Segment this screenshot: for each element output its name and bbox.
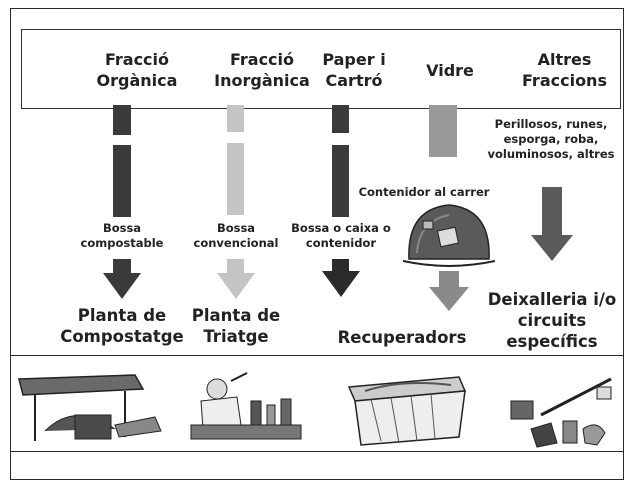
recycling-container-illustration: [347, 376, 467, 446]
destination-compostatge: Planta de Compostatge: [60, 306, 184, 346]
inorganica-arrow-head: [217, 273, 255, 299]
organica-container-label: Bossa compostable: [80, 221, 164, 250]
organica-bar-top: [113, 105, 131, 135]
destination-deixalleria: Deixalleria i/o circuits específics: [487, 290, 617, 351]
glass-igloo-container-icon: [403, 204, 495, 267]
inorganica-bar-top: [227, 105, 244, 132]
inorganica-container-label: Bossa convencional: [193, 221, 279, 250]
paper-bar-middle: [332, 145, 349, 217]
special-waste-illustration: [510, 377, 612, 448]
vidre-arrow-head: [429, 287, 469, 311]
organica-bar-middle: [113, 145, 131, 217]
composting-plant-illustration: [18, 374, 162, 441]
fractions-header: Fracció Orgànica Fracció Inorgànica Pape…: [21, 29, 621, 109]
organica-arrow-head: [103, 273, 141, 299]
header-vidre: Vidre: [426, 60, 474, 80]
organica-arrow-shaft: [113, 259, 131, 273]
paper-arrow-head: [322, 271, 360, 297]
altres-arrow-shaft: [542, 187, 562, 235]
vidre-arrow-shaft: [439, 271, 459, 287]
destination-triatge: Planta de Triatge: [191, 306, 281, 346]
destination-recuperadors: Recuperadors: [337, 328, 467, 347]
diagram-frame: Fracció Orgànica Fracció Inorgànica Pape…: [10, 8, 624, 480]
header-fraccio-inorganica: Fracció Inorgànica: [214, 50, 310, 90]
paper-arrow-shaft: [332, 259, 349, 271]
vidre-bar: [429, 105, 457, 157]
inorganica-arrow-shaft: [227, 259, 244, 273]
vidre-container-label: Contenidor al carrer: [358, 185, 490, 199]
altres-arrow-head: [531, 235, 573, 261]
header-fraccio-organica: Fracció Orgànica: [96, 50, 178, 90]
separator-top: [11, 355, 623, 356]
header-paper-cartro: Paper i Cartró: [322, 50, 386, 90]
sorting-plant-illustration: [190, 372, 302, 440]
inorganica-bar-middle: [227, 143, 244, 215]
paper-container-label: Bossa o caixa o contenidor: [291, 221, 391, 250]
header-altres-fraccions: Altres Fraccions: [522, 50, 607, 90]
altres-container-label: Perillosos, runes, esporga, roba, volumi…: [487, 117, 615, 161]
separator-bottom: [11, 451, 623, 452]
paper-bar-top: [332, 105, 349, 133]
